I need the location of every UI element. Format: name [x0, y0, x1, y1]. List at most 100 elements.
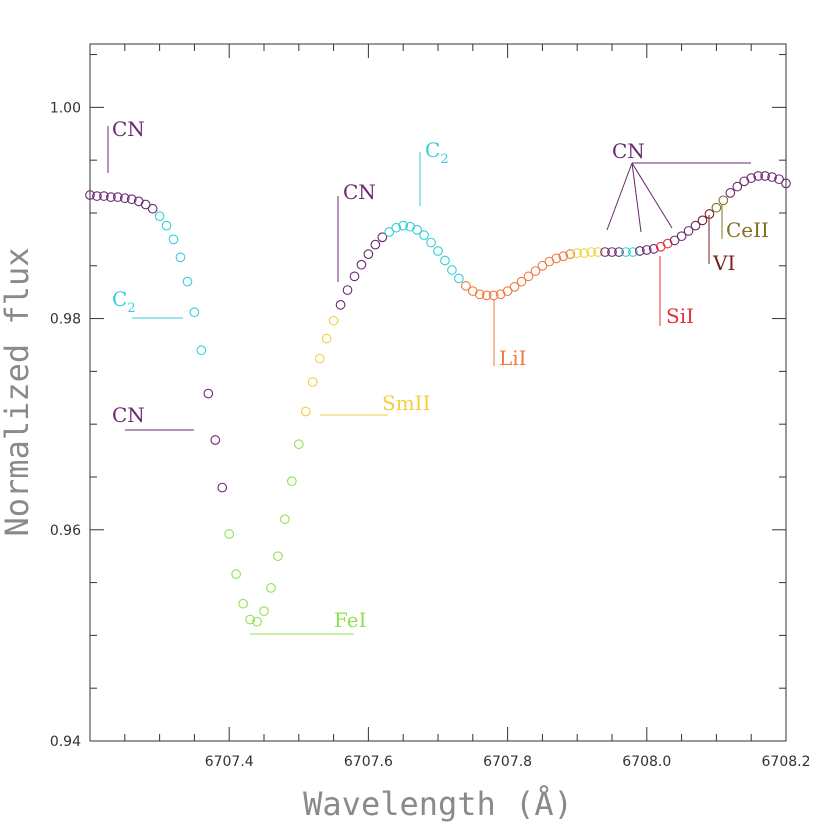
data-point — [412, 225, 422, 235]
data-point — [614, 247, 624, 257]
data-point — [99, 191, 109, 201]
data-point — [732, 181, 743, 192]
data-point — [245, 614, 255, 625]
data-point — [307, 377, 318, 387]
data-point — [92, 191, 102, 201]
data-point — [419, 230, 429, 240]
data-point — [718, 195, 729, 206]
annotation-c2-1: C2 — [112, 287, 136, 316]
data-point — [273, 551, 283, 562]
data-point — [565, 249, 576, 260]
data-point — [697, 215, 708, 226]
data-point — [384, 227, 395, 237]
leader-line-cn-4 — [606, 162, 633, 231]
data-point — [391, 222, 402, 233]
data-point — [474, 289, 485, 300]
x-tick-label: 6707.8 — [483, 754, 532, 770]
data-point — [342, 285, 353, 295]
data-point — [335, 299, 346, 310]
data-point — [593, 247, 603, 257]
y-axis-title: Normalized flux — [0, 248, 36, 537]
annotation-cn-4: CN — [612, 139, 645, 163]
annotation-ceii: CeII — [726, 218, 769, 242]
data-point — [140, 199, 151, 210]
data-point — [579, 248, 590, 258]
data-point — [280, 514, 290, 525]
data-point — [314, 353, 325, 364]
data-point — [266, 583, 276, 593]
data-point — [168, 234, 179, 245]
annotation-subscript: 2 — [440, 152, 448, 167]
data-point — [175, 252, 186, 263]
annotation-lii: LiI — [499, 346, 527, 370]
data-point — [154, 211, 165, 221]
data-point — [530, 266, 541, 276]
data-point — [537, 260, 548, 271]
data-point — [760, 171, 770, 181]
data-point — [460, 280, 471, 291]
x-tick-label: 6708.2 — [762, 754, 811, 770]
data-point — [321, 333, 332, 344]
data-point — [621, 247, 631, 257]
data-point — [252, 616, 262, 627]
axis-ticks — [89, 44, 787, 742]
data-point — [440, 255, 450, 266]
data-point — [106, 192, 116, 202]
data-points — [85, 171, 791, 627]
annotation-leader-lines — [107, 126, 751, 635]
data-point — [509, 282, 520, 292]
data-point — [516, 276, 527, 287]
data-point — [119, 193, 130, 204]
data-point — [551, 253, 562, 264]
data-point — [502, 286, 513, 296]
data-point — [203, 388, 214, 399]
data-point — [293, 439, 304, 450]
data-point — [600, 247, 610, 257]
data-point — [711, 202, 722, 213]
data-point — [231, 569, 242, 579]
data-point — [300, 406, 311, 417]
data-point — [426, 237, 436, 248]
annotation-vi: VI — [712, 251, 735, 275]
data-point — [182, 276, 193, 287]
data-point — [572, 248, 583, 258]
data-point — [683, 226, 694, 236]
y-tick-label: 0.94 — [50, 734, 81, 750]
data-point — [746, 173, 757, 183]
y-tick-label: 1.00 — [50, 100, 81, 116]
data-point — [634, 246, 645, 256]
annotation-smii: SmII — [382, 391, 430, 415]
data-point — [447, 265, 457, 275]
data-point — [781, 178, 791, 189]
data-point — [196, 345, 207, 356]
x-tick-label: 6707.6 — [344, 754, 393, 770]
data-point — [628, 247, 638, 257]
data-point — [454, 273, 464, 284]
data-point — [147, 203, 158, 214]
data-point — [161, 220, 172, 231]
leader-line-cn-4 — [631, 162, 673, 229]
data-point — [112, 192, 123, 202]
annotation-cn-3: CN — [343, 180, 376, 204]
data-point — [286, 476, 297, 487]
annotation-sii: SiI — [666, 304, 694, 328]
data-point — [558, 251, 569, 262]
annotation-c2-2: C2 — [425, 138, 449, 167]
annotation-cn-1: CN — [112, 117, 145, 141]
data-point — [126, 194, 137, 205]
annotation-subscript: 2 — [127, 301, 135, 316]
y-tick-label: 0.98 — [50, 312, 81, 328]
data-point — [356, 259, 367, 270]
data-point — [259, 606, 269, 616]
data-point — [349, 271, 360, 282]
leader-line-cn-4 — [631, 162, 642, 233]
data-point — [767, 172, 777, 182]
data-point — [725, 188, 736, 198]
data-point — [189, 307, 200, 318]
data-point — [481, 290, 492, 301]
x-tick-label: 6708.0 — [622, 754, 671, 770]
data-point — [607, 247, 617, 257]
